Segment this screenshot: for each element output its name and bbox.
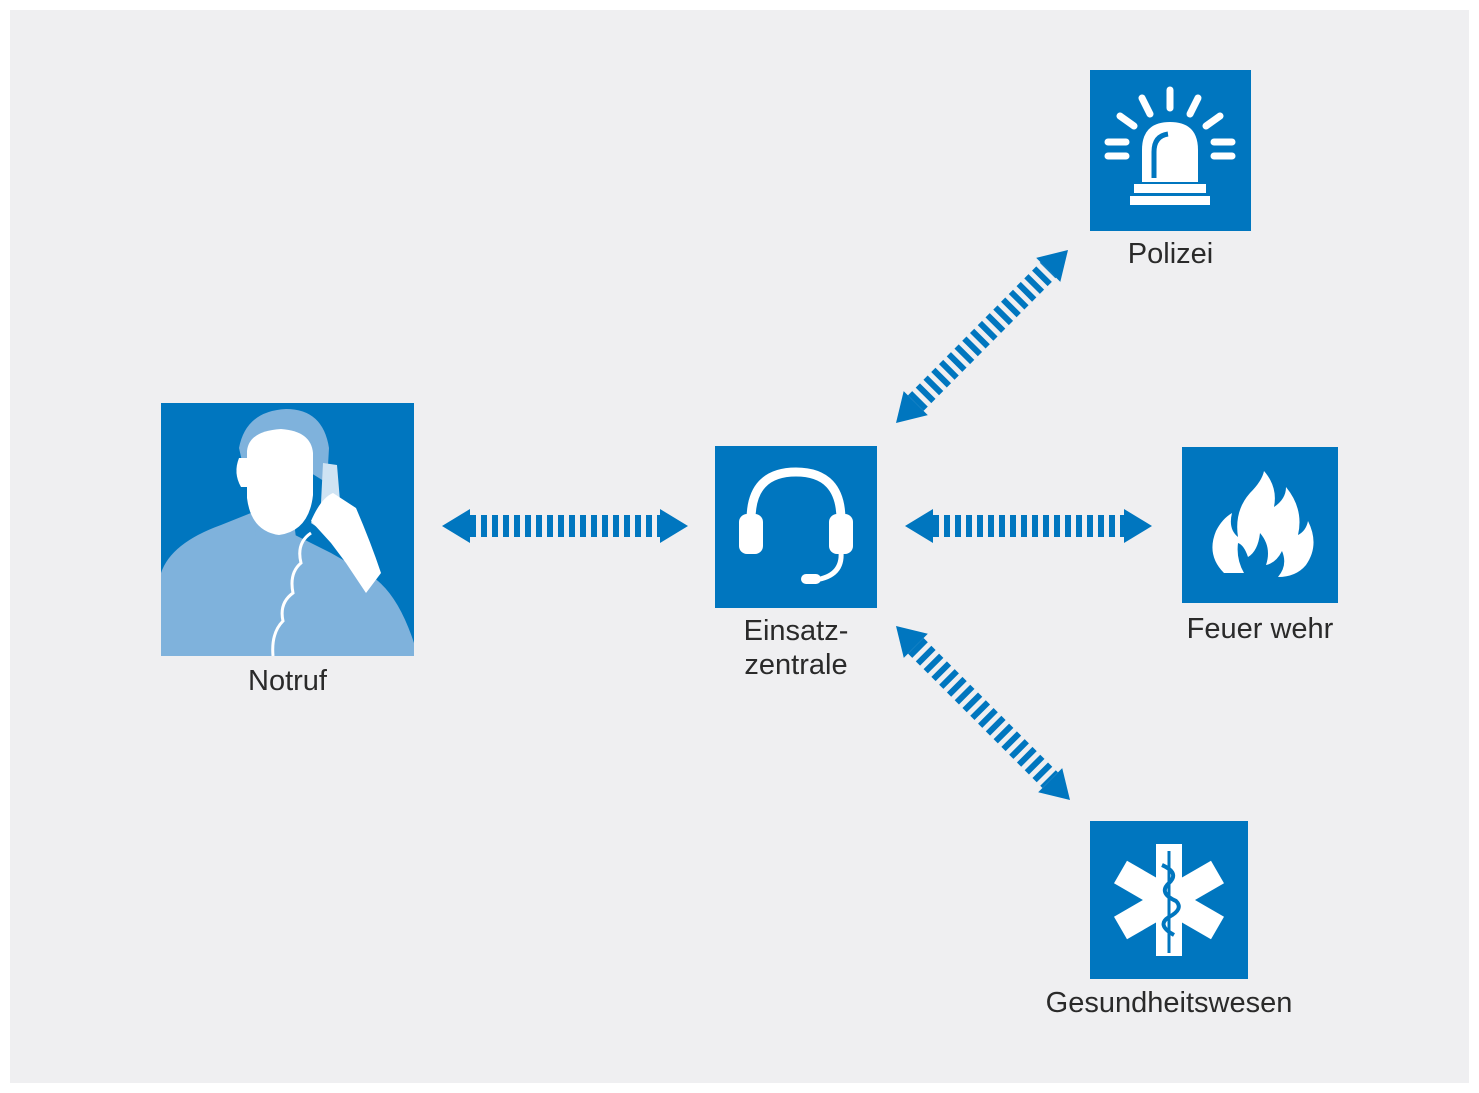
- police-siren-icon: [1090, 70, 1251, 231]
- arrow-einsatzzentrale-polizei: [896, 250, 1068, 423]
- node-label-einsatzzentrale-line2: zentrale: [744, 649, 848, 681]
- arrow-einsatzzentrale-gesundheitswesen: [896, 626, 1070, 800]
- arrow-notruf-einsatzzentrale: [442, 509, 688, 543]
- node-label-einsatzzentrale-line1: Einsatz-: [743, 615, 849, 647]
- headset-icon: [715, 446, 877, 608]
- node-label-polizei: Polizei: [1127, 238, 1214, 270]
- flame-icon: [1182, 447, 1338, 603]
- node-label-notruf: Notruf: [248, 665, 327, 697]
- star-of-life-icon: [1090, 821, 1248, 979]
- node-label-feuerwehr: Feuer wehr: [1186, 613, 1334, 645]
- node-label-gesundheitswesen: Gesundheitswesen: [1045, 987, 1293, 1019]
- caller-on-phone-icon: [161, 403, 414, 656]
- arrow-einsatzzentrale-feuerwehr: [905, 509, 1152, 543]
